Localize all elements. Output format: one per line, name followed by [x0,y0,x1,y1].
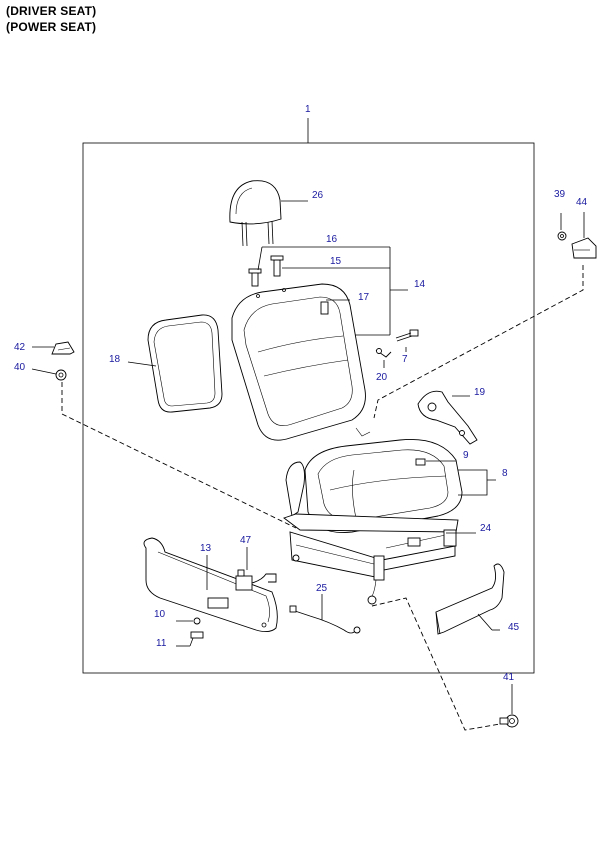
callout-1: 1 [305,104,311,115]
cover-42-part [51,341,75,355]
cover-45-part [435,563,505,635]
trim-17-part [320,301,329,315]
bolt-7-part [395,329,419,342]
assembly-frame [82,142,535,674]
screw-10-part [193,617,201,625]
leader-16a [257,246,263,271]
callout-25: 25 [316,583,328,594]
callout-41: 41 [503,672,515,683]
harness-25-part [289,605,361,634]
callout-45: 45 [508,622,520,633]
callout-42: 42 [14,342,26,353]
leader-45 [477,613,493,631]
leader-18 [127,361,157,367]
callout-18: 18 [109,354,121,365]
callout-15: 15 [330,256,342,267]
callout-16: 16 [326,234,338,245]
header-driver-seat: (DRIVER SEAT) [6,4,97,18]
callout-19: 19 [474,387,486,398]
callout-44: 44 [576,197,588,208]
leader-40 [31,368,57,375]
callout-10: 10 [154,609,166,620]
callout-24: 24 [480,523,492,534]
bracket-19-part [417,390,478,445]
nut-39-part [557,231,567,241]
clip-9-part [415,458,426,466]
callout-40: 40 [14,362,26,373]
callout-8: 8 [502,468,508,479]
seat-back-part [231,283,366,441]
bracket-14 [389,247,408,335]
pin-20-part [375,348,392,358]
header-power-seat: (POWER SEAT) [6,20,97,34]
callout-26: 26 [312,190,324,201]
callout-20: 20 [376,372,388,383]
side-cover-13-part [143,537,278,633]
dashed-connector-40 [61,382,297,529]
dashed-connector-41 [371,597,501,731]
back-panel-part [147,314,223,413]
bracket-8 [458,469,496,496]
dashed-connector-44 [373,265,584,419]
callout-9: 9 [463,450,469,461]
switch-47-part [235,569,277,591]
callout-39: 39 [554,189,566,200]
callout-47: 47 [240,535,252,546]
callout-11: 11 [156,638,167,649]
cover-44-part [571,237,597,259]
leader-11b [189,637,194,647]
seat-frame-part [283,427,459,605]
cap-11-part [190,631,204,639]
callout-14: 14 [414,279,426,290]
callout-7: 7 [402,354,408,365]
callout-13: 13 [200,543,212,554]
headrest-guide-parts [248,255,284,287]
callout-17: 17 [358,292,370,303]
nut-41-part [499,714,519,728]
nut-40-part [55,369,67,381]
headrest-part [229,180,282,247]
